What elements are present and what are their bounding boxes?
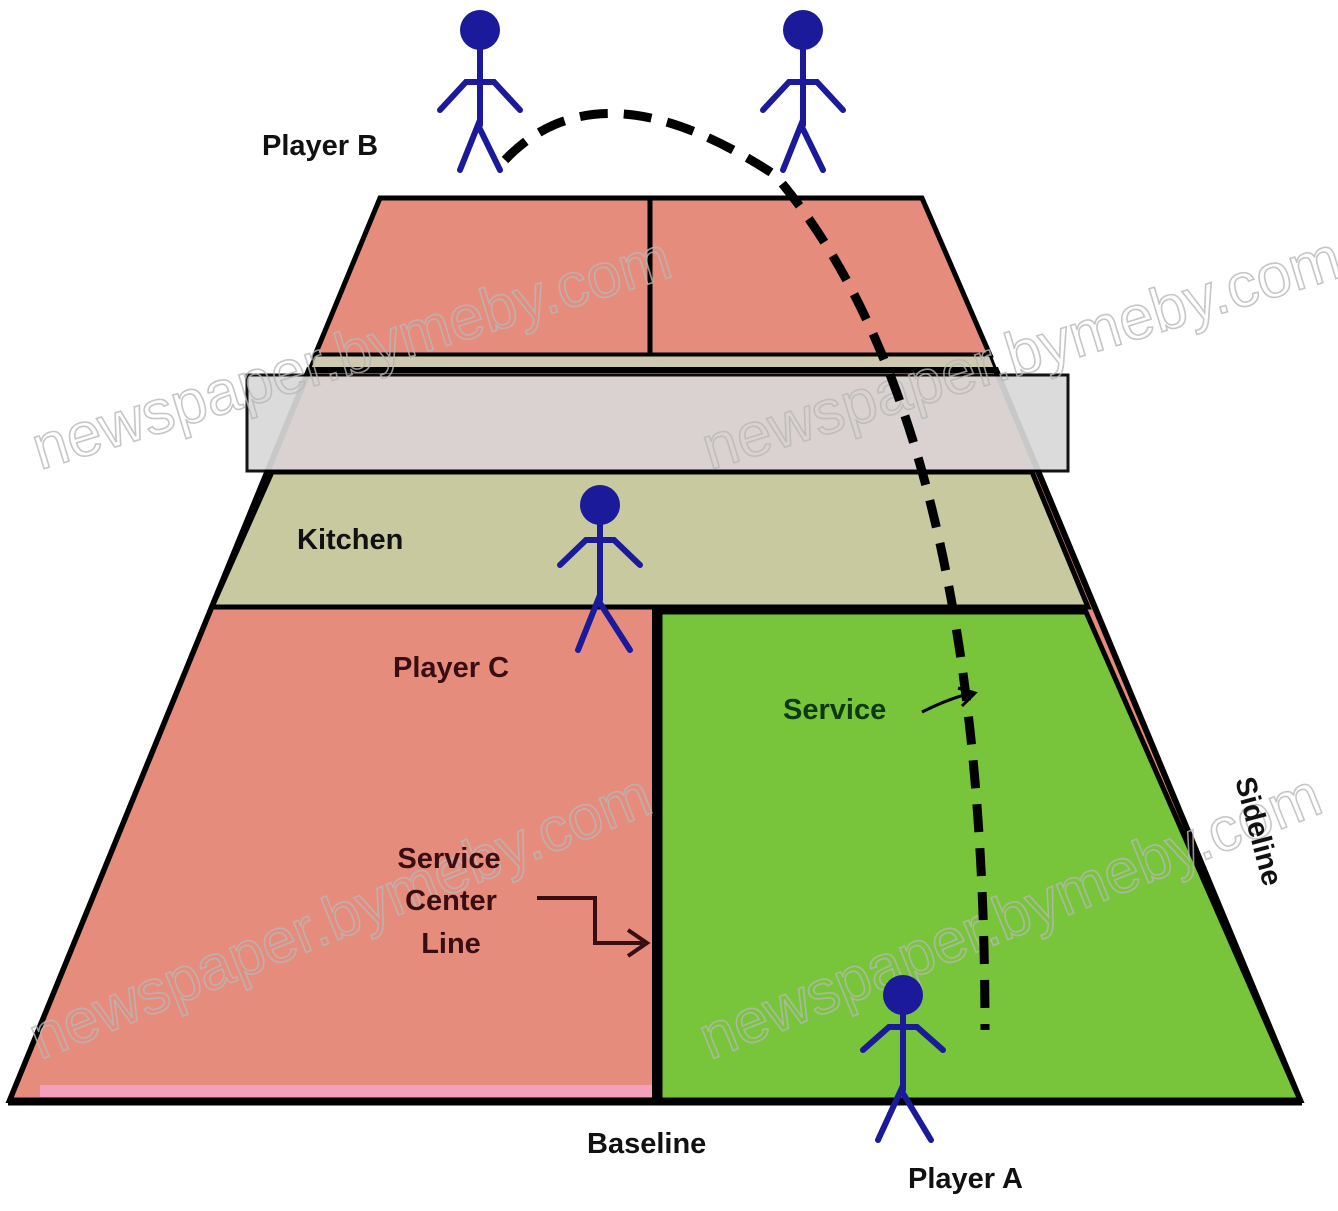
player-a-figure: [860, 975, 946, 1143]
baseline-pink-strip: [40, 1085, 652, 1097]
player-b-figure: [437, 10, 523, 173]
player-c-figure: [557, 485, 643, 653]
service-center-line-label-1: Service: [397, 843, 500, 875]
baseline-label: Baseline: [587, 1128, 706, 1160]
serve-path: [501, 109, 990, 1031]
center-line-arrow: [537, 896, 651, 958]
service-center-line-label-2: Center: [405, 885, 497, 917]
far-right-service-box: [647, 195, 994, 358]
player-b-label: Player B: [262, 130, 378, 162]
player-b-partner-figure: [760, 10, 846, 173]
player-a-label: Player A: [908, 1163, 1023, 1195]
far-court: [306, 195, 999, 372]
net: [245, 373, 1070, 473]
service-label: Service: [783, 694, 886, 726]
player-c-label: Player C: [393, 652, 509, 684]
kitchen-label: Kitchen: [297, 524, 403, 556]
service-arrow: [921, 686, 978, 714]
service-center-line-label-3: Line: [421, 928, 481, 960]
